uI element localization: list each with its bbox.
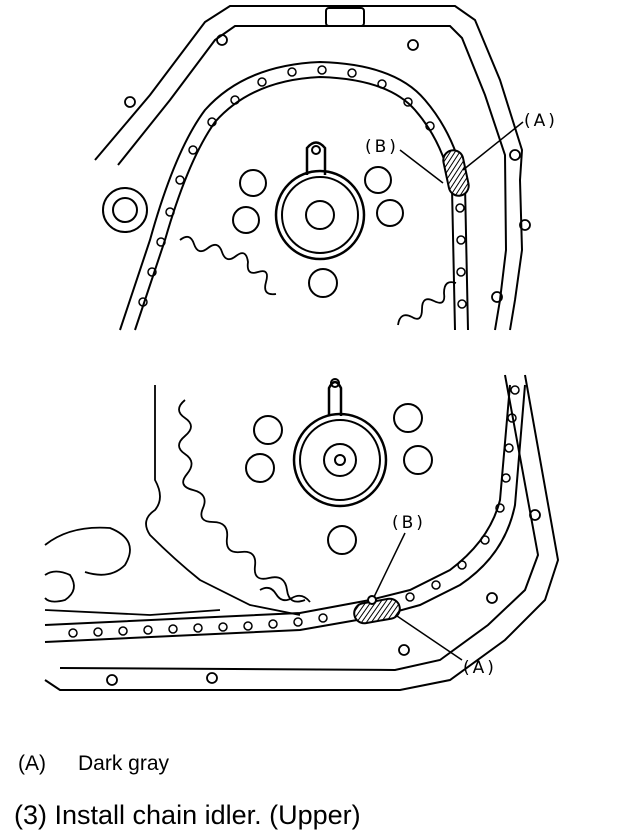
lower-left-curl xyxy=(44,526,131,576)
step-instruction: (3) Install chain idler. (Upper) xyxy=(14,800,361,830)
lower-timing-chain-outer xyxy=(44,384,511,626)
upper-view xyxy=(94,5,531,331)
lower-leader-b xyxy=(373,532,406,598)
upper-chain-idler xyxy=(442,149,470,197)
upper-lightening-holes xyxy=(232,166,404,298)
upper-timing-chain-outer xyxy=(119,60,469,331)
lower-chain-links xyxy=(68,385,520,638)
lower-callout-a: (A) xyxy=(463,658,497,678)
upper-gear-teeth-right xyxy=(397,281,457,326)
lower-view xyxy=(44,374,560,691)
lower-left-lobe xyxy=(44,570,75,603)
legend: (A) Dark gray xyxy=(18,752,169,776)
lower-callout-b: (B) xyxy=(392,513,426,533)
lower-cover-outline xyxy=(44,374,560,691)
legend-key: (A) xyxy=(18,752,46,775)
lower-idler-pin xyxy=(367,595,377,605)
upper-left-plug xyxy=(102,187,148,233)
lower-leader-a xyxy=(396,615,463,661)
upper-cover-outline xyxy=(94,5,524,331)
lower-gear-teeth xyxy=(178,399,306,603)
lower-left-edge xyxy=(44,609,221,616)
upper-cover-inner-outline xyxy=(117,25,508,331)
upper-cover-boss xyxy=(325,7,365,27)
upper-chain-links xyxy=(138,65,467,309)
legend-value: Dark gray xyxy=(78,752,170,775)
lower-gear-teeth-right xyxy=(259,586,311,603)
lower-cover-inner-outline xyxy=(59,374,540,672)
lower-cover-bolt-holes xyxy=(106,509,541,686)
upper-sprocket xyxy=(274,141,366,261)
upper-cover-bolt-holes xyxy=(124,34,531,303)
upper-leader-a xyxy=(462,121,524,171)
upper-leader-b xyxy=(399,149,444,184)
lower-lightening-holes xyxy=(245,403,433,555)
lower-left-casing xyxy=(145,385,301,616)
upper-callout-b: (B) xyxy=(365,137,399,157)
upper-timing-chain-inner xyxy=(134,75,456,331)
upper-gear-teeth-left xyxy=(179,235,277,296)
upper-callout-a: (A) xyxy=(524,111,558,131)
lower-timing-chain-inner xyxy=(44,384,526,643)
lower-sprocket xyxy=(292,378,388,508)
